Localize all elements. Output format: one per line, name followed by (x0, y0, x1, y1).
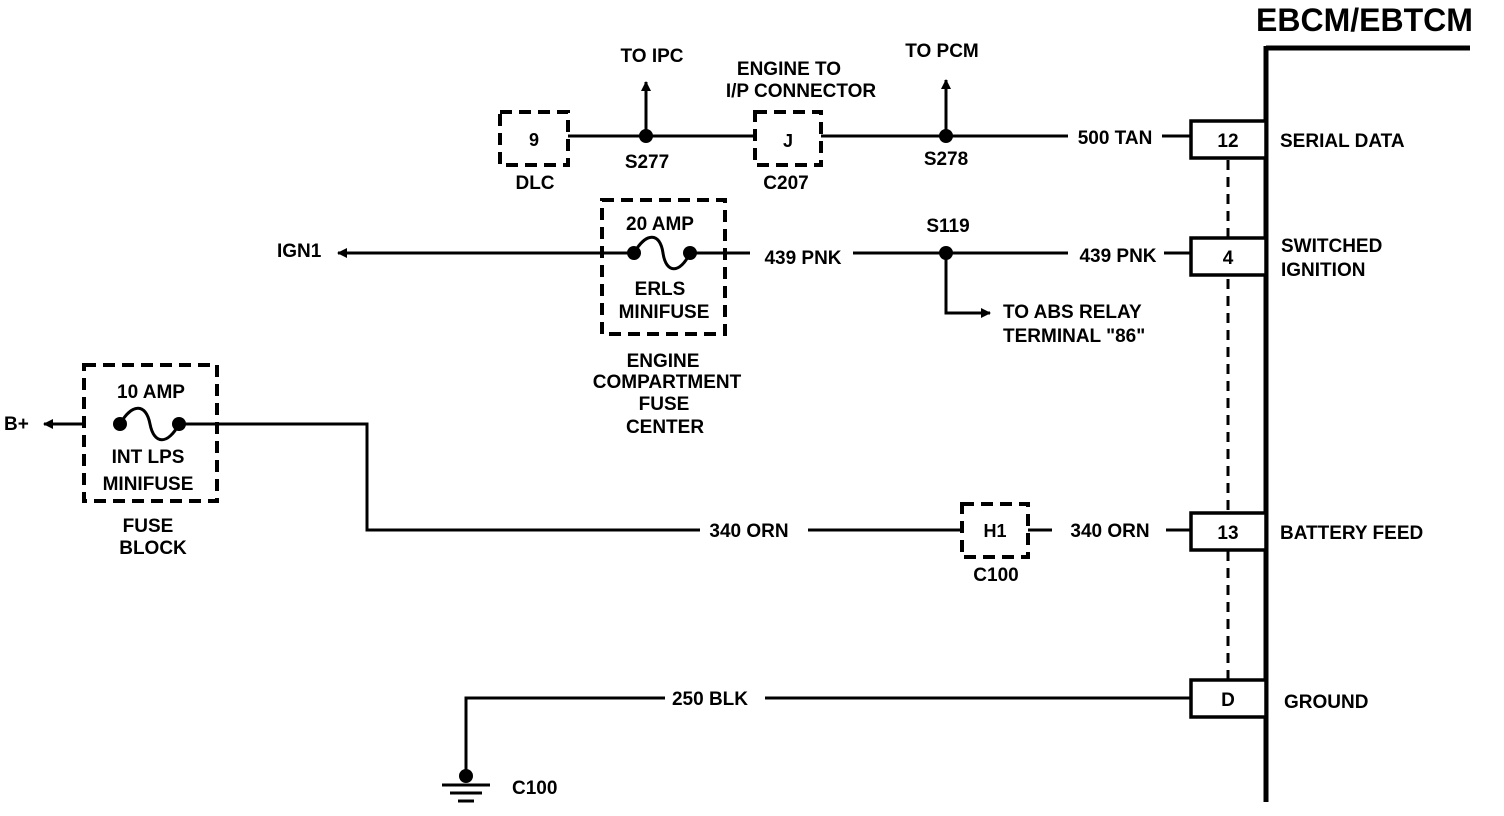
int-lps-fuse-rating: 10 AMP (117, 382, 185, 403)
erls-fuse-name-line1: ERLS (635, 279, 686, 300)
c207-name-line1: ENGINE TO (737, 59, 841, 80)
ignition-circuit: IGN1 20 AMP ERLS MINIFUSE ENGINE COMPART… (277, 198, 1191, 438)
erls-fuse-name-line2: MINIFUSE (619, 302, 710, 323)
pin-d-function: GROUND (1284, 692, 1368, 713)
ground-wire-label: 250 BLK (672, 689, 748, 710)
erls-fuse-rating: 20 AMP (626, 214, 694, 235)
ground-terminal-dot (459, 769, 473, 783)
splice-s278-label: S278 (924, 149, 968, 170)
c207-name-line2: I/P CONNECTOR (726, 81, 877, 102)
to-abs-relay-line2: TERMINAL "86" (1003, 326, 1145, 347)
pin-d-label: D (1221, 690, 1235, 711)
to-pcm-label: TO PCM (905, 41, 979, 62)
splice-s119-label: S119 (926, 216, 969, 237)
dlc-pin-label: 9 (529, 130, 539, 150)
pin-13-label: 13 (1217, 523, 1238, 544)
ground-wire-segment-1 (464, 696, 665, 778)
fuse-center-line2: COMPARTMENT (593, 372, 742, 393)
to-abs-relay-line1: TO ABS RELAY (1003, 302, 1142, 323)
c207-connector (753, 110, 823, 167)
to-abs-relay-arrow (944, 253, 991, 318)
battery-source-label: B+ (4, 414, 29, 435)
ign1-label: IGN1 (277, 241, 322, 262)
splice-s277-label: S277 (625, 152, 669, 173)
c207-pin-label: J (783, 131, 793, 151)
pin-4-function-line2: IGNITION (1281, 260, 1365, 281)
erls-fuse-box (600, 198, 727, 336)
fuse-center-line1: ENGINE (627, 351, 700, 372)
pin-12-box (1189, 119, 1268, 160)
int-lps-fuse-box (82, 363, 219, 503)
fuse-block-line2: BLOCK (119, 538, 187, 559)
pin-4-label: 4 (1223, 248, 1234, 269)
serial-data-circuit: 9 DLC TO IPC S277 J ENGINE TO I/P CONNEC… (498, 41, 1191, 194)
to-ipc-label: TO IPC (621, 46, 684, 67)
pin-12-function: SERIAL DATA (1280, 131, 1405, 152)
fuse-center-line4: CENTER (626, 417, 704, 438)
c100-h1-id-label: C100 (973, 565, 1018, 586)
int-lps-fuse-name-line2: MINIFUSE (103, 474, 194, 495)
fuse-center-line3: FUSE (639, 394, 690, 415)
module-title: EBCM/EBTCM (1256, 2, 1473, 38)
int-lps-fuse-name-line1: INT LPS (112, 447, 185, 468)
pin-d-box (1189, 678, 1268, 719)
pin-4-function-line1: SWITCHED (1281, 236, 1382, 257)
battery-wire-label-left: 340 ORN (709, 521, 788, 542)
c207-id-label: C207 (763, 173, 808, 194)
ebcm-module: EBCM/EBTCM 12 SERIAL DATA 4 SWITCHED IGN… (1189, 2, 1473, 802)
ground-circuit: 250 BLK C100 (442, 689, 1191, 803)
serial-wire-label: 500 TAN (1078, 128, 1153, 149)
pin-12-label: 12 (1217, 131, 1238, 152)
dlc-connector (498, 110, 570, 167)
c100-h1-pin-label: H1 (983, 521, 1006, 541)
pin-4-box (1189, 236, 1268, 277)
battery-wire-label-right: 340 ORN (1070, 521, 1149, 542)
erls-fuse-element (632, 235, 692, 271)
ignition-wire-label-right: 439 PNK (1079, 246, 1156, 267)
c100-h1-connector (960, 502, 1030, 559)
ground-id-label: C100 (512, 778, 557, 799)
ignition-wire-label-left: 439 PNK (764, 248, 841, 269)
ground-symbol-icon (442, 783, 490, 803)
int-lps-fuse-element (118, 406, 181, 442)
battery-circuit: B+ 10 AMP INT LPS MINIFUSE FUSE BLOCK 34… (4, 363, 1191, 586)
battery-wire-segment-1 (179, 422, 700, 532)
fuse-block-line1: FUSE (123, 516, 174, 537)
pin-13-function: BATTERY FEED (1280, 523, 1423, 544)
dlc-label: DLC (515, 173, 554, 194)
